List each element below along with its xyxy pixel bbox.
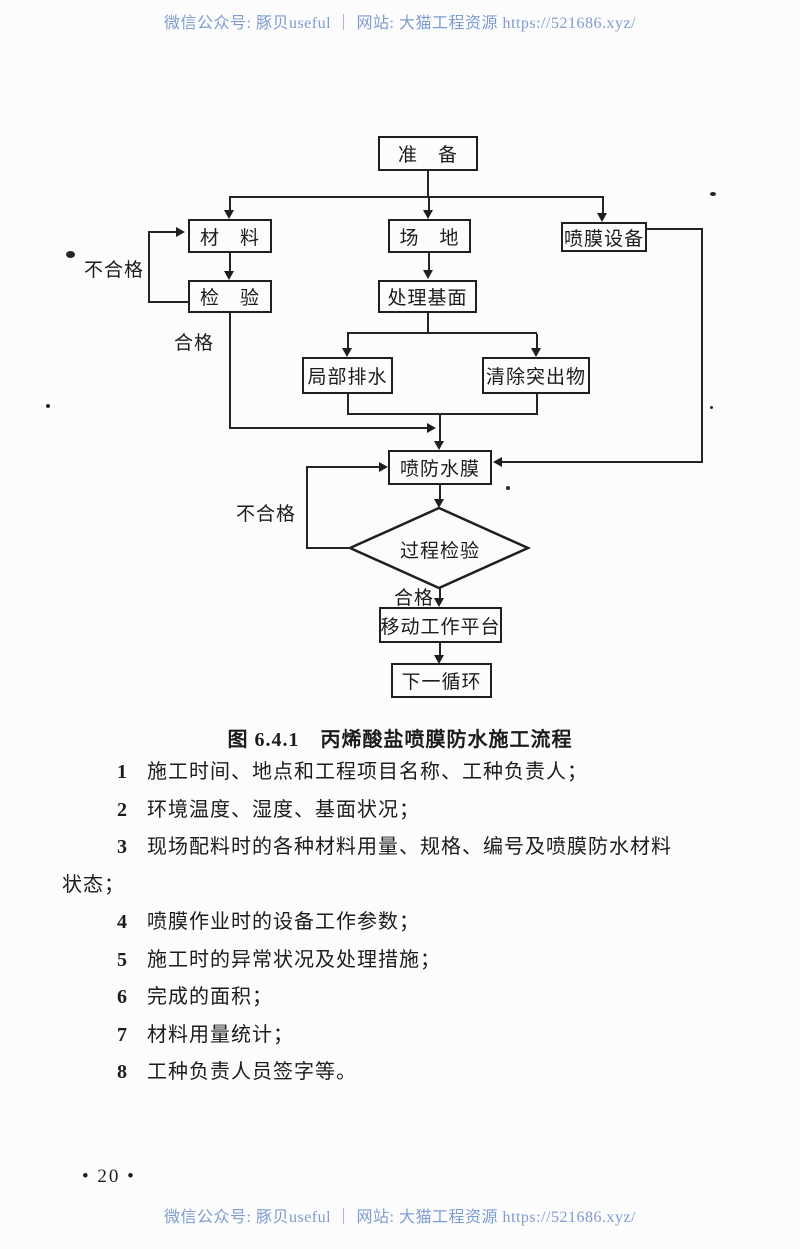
list-item-text: 施工时的异常状况及处理措施； [147,948,441,971]
list-item-text-continuation: 状态； [62,873,125,896]
flow-line [148,301,188,303]
flow-line [306,547,352,549]
flow-line [428,253,430,271]
watermark-top: 微信公众号: 豚贝useful ｜ 网站: 大猫工程资源 https://521… [164,15,636,32]
flow-line [306,466,382,468]
flow-label-fail-2: 不合格 [236,504,297,525]
list-item-number: 2 [117,798,127,821]
list-item-number: 3 [117,836,127,858]
list-item-text: 完成的面积； [147,986,273,1008]
flow-arrow [434,441,444,450]
list-item-number: 6 [117,986,127,1008]
flow-line [439,588,441,600]
flow-box-site: 场 地 [388,219,471,253]
list-item-text: 施工时间、地点和工程项目名称、工种负责人； [147,761,588,783]
flow-box-inspect: 检 验 [188,280,272,313]
list-item: 1 施工时间、地点和工程项目名称、工种负责人； [62,754,742,792]
flow-line [439,413,441,442]
scan-speck [506,486,510,490]
flow-diamond-label: 过程检验 [399,541,480,562]
list-item-text: 材料用量统计； [147,1023,294,1046]
flow-line [347,394,349,414]
flow-line [427,313,429,333]
flow-arrow [224,210,234,219]
flow-line [439,485,441,500]
flow-line [536,334,538,349]
flow-line [427,171,429,197]
flow-line [148,231,178,233]
list-item: 3 现场配料时的各种材料用量、规格、编号及喷膜防水材料状态； [62,829,742,904]
flow-box-treat-base: 处理基面 [378,280,477,313]
flow-box-next-cycle: 下一循环 [391,663,492,698]
list-item: 2 环境温度、湿度、基面状况； [62,792,742,830]
flow-arrow [493,457,502,467]
list-item: 4 喷膜作业时的设备工作参数； [62,904,742,942]
watermark-bottom: 微信公众号: 豚贝useful ｜ 网站: 大猫工程资源 https://521… [164,1209,636,1226]
flow-arrow [379,462,388,472]
list-item-number: 1 [117,761,127,783]
flow-arrow [224,271,234,280]
flow-box-remove-protrusions: 清除突出物 [482,357,590,394]
page-number: • 20 • [82,1166,136,1187]
flow-line [229,253,231,272]
flow-arrow [531,348,541,357]
flow-line [229,427,427,429]
flow-box-spray-membrane: 喷防水膜 [388,450,492,485]
list-item-number: 5 [117,948,127,971]
list-item-number: 8 [117,1061,127,1083]
flow-arrow [423,210,433,219]
flow-box-prepare: 准 备 [378,136,478,171]
flow-arrow [597,213,607,222]
flow-box-spray-equipment: 喷膜设备 [561,222,647,252]
flow-box-move-platform: 移动工作平台 [379,607,502,643]
scan-speck [710,192,716,196]
flow-arrow [427,423,436,433]
flow-box-local-drainage: 局部排水 [302,357,393,394]
flow-line [502,461,703,463]
scan-speck [46,404,50,408]
list-item: 8 工种负责人员签字等。 [62,1054,742,1092]
flow-label-pass-1: 合格 [174,333,215,354]
flow-arrow [176,227,185,237]
flow-line [347,332,537,334]
flow-line [148,231,150,302]
scan-speck [66,251,75,258]
list-item-text: 工种负责人员签字等。 [147,1061,357,1083]
flow-line [306,467,308,549]
flow-line [229,196,604,198]
flow-line [229,313,231,428]
list-item: 5 施工时的异常状况及处理措施； [62,942,742,980]
flow-line [347,334,349,349]
scan-speck [710,406,713,409]
list-item: 6 完成的面积； [62,979,742,1017]
flow-label-fail-1: 不合格 [84,260,145,281]
flow-arrow [423,270,433,279]
figure-caption: 图 6.4.1 丙烯酸盐喷膜防水施工流程 [227,729,573,751]
flow-arrow [342,348,352,357]
list-item: 7 材料用量统计； [62,1017,742,1055]
list-item-text: 环境温度、湿度、基面状况； [147,798,420,821]
flow-line [536,394,538,414]
list-item-text: 喷膜作业时的设备工作参数； [147,911,420,933]
list-item-number: 7 [117,1023,127,1046]
flow-arrow [434,499,444,508]
flow-line [439,643,441,657]
list-item-text: 现场配料时的各种材料用量、规格、编号及喷膜防水材料 [147,836,672,858]
flow-line [645,228,703,230]
flow-arrow [434,598,444,607]
list-item-number: 4 [117,911,127,933]
flow-line [428,198,430,211]
flow-line [347,413,538,415]
flow-box-material: 材 料 [188,219,272,253]
flow-line [229,198,231,211]
flow-label-pass-2: 合格 [394,588,435,609]
flow-arrow [434,655,444,664]
flow-line [701,228,703,462]
flow-line [602,198,604,214]
